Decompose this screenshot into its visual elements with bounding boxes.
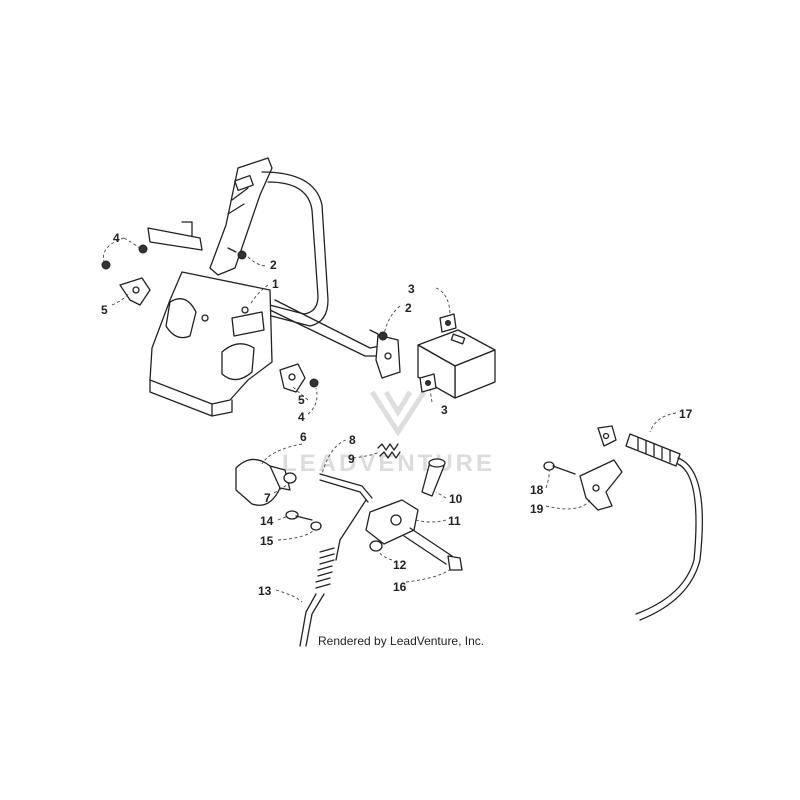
nut-part [101,244,319,388]
small-bracket-part [119,277,306,393]
callout-2-right: 2 [405,301,412,315]
callout-17: 17 [679,407,693,421]
callout-labels: 1 2 2 3 3 4 4 5 5 6 7 8 9 10 11 12 13 14… [101,231,693,598]
callout-2-upper: 2 [270,258,277,272]
throttle-cable-part [597,425,703,621]
pin-part [421,458,446,497]
callout-4-right: 4 [298,410,305,424]
bolt-14-part [285,510,313,521]
callout-8: 8 [349,433,356,447]
main-bracket-part [147,157,401,417]
washer-15-part [310,521,322,531]
callout-16: 16 [393,580,407,594]
callout-19: 19 [530,502,544,516]
watermark-logo [369,390,427,437]
spring-part [377,443,401,459]
callout-9: 9 [348,452,355,466]
callout-10: 10 [449,492,463,506]
leader-lines [102,237,677,603]
callout-5-right: 5 [298,393,305,407]
callout-3-upper: 3 [408,282,415,296]
render-credit: Rendered by LeadVenture, Inc. [318,634,484,648]
callout-14: 14 [260,514,274,528]
bolt-part [227,247,388,341]
pivot-housing-part [365,499,453,565]
bracket-19-part [579,459,623,511]
lever-rod-part [319,473,373,561]
clip-nut-part [419,313,457,393]
callout-4-left: 4 [113,231,120,245]
callout-15: 15 [260,534,274,548]
callout-11: 11 [448,514,461,528]
callout-1: 1 [272,277,279,291]
callout-6: 6 [300,430,307,444]
callout-3-lower: 3 [441,403,448,417]
cable-part [299,547,335,647]
end-nut-part [447,555,463,571]
watermark-text: LEADVENTURE [282,450,495,477]
callout-12: 12 [393,558,407,572]
washer-part [283,472,297,484]
receiver-bracket-part [417,329,496,399]
callout-7: 7 [264,491,271,505]
bushing-part [369,540,383,552]
bolt-18-part [543,461,576,475]
callout-18: 18 [530,483,544,497]
callout-5-left: 5 [101,303,108,317]
callout-13: 13 [258,584,272,598]
